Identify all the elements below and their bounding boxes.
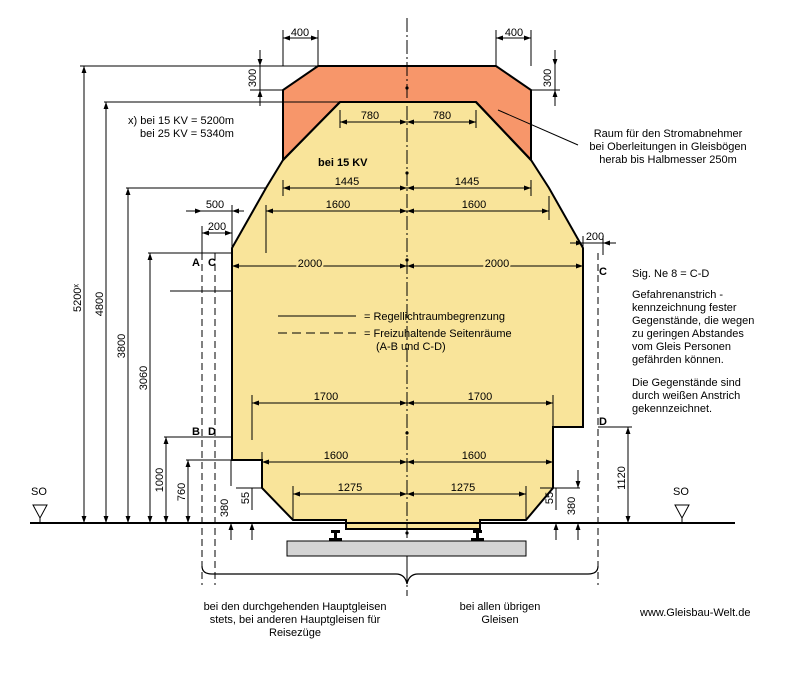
dim-3800: 3800 bbox=[116, 188, 131, 523]
svg-text:55: 55 bbox=[544, 492, 556, 504]
label-c-left: C bbox=[208, 257, 216, 269]
dim-1120: 1120 bbox=[616, 427, 631, 523]
dim-500: 500 bbox=[186, 199, 244, 214]
dim-380-left: 380 bbox=[219, 460, 234, 540]
dim-1600-lower-left: 1600 bbox=[262, 450, 407, 465]
dim-55-right: 55 bbox=[544, 488, 559, 540]
caption-main-tracks: bei den durchgehenden Hauptgleisen stets… bbox=[203, 601, 387, 639]
dim-400-left: 400 bbox=[283, 27, 318, 41]
dim-300-left: 300 bbox=[247, 50, 263, 106]
svg-text:1600: 1600 bbox=[462, 450, 486, 462]
svg-text:1445: 1445 bbox=[455, 176, 479, 188]
caption-other-tracks: bei allen übrigen Gleisen bbox=[459, 601, 541, 626]
label-d-right: D bbox=[599, 416, 607, 428]
dim-1600-upper-left: 1600 bbox=[266, 199, 407, 214]
svg-text:2000: 2000 bbox=[485, 258, 509, 270]
footnote-line-2: bei 25 KV = 5340m bbox=[140, 128, 234, 140]
signal-note-title: Sig. Ne 8 = C-D bbox=[632, 268, 710, 280]
dim-1275-left: 1275 bbox=[293, 482, 407, 497]
so-label-left: SO bbox=[31, 486, 47, 498]
svg-text:500: 500 bbox=[206, 199, 224, 211]
svg-text:1600: 1600 bbox=[326, 199, 350, 211]
rail-left bbox=[329, 530, 342, 541]
legend-dashed-text-2: (A-B und C-D) bbox=[376, 341, 446, 353]
dim-780-right: 780 bbox=[407, 110, 476, 125]
svg-text:55: 55 bbox=[240, 492, 252, 504]
dim-1700-right: 1700 bbox=[407, 391, 553, 406]
legend-dashed-text: = Freizuhaltende Seitenräume bbox=[364, 328, 512, 340]
dim-2000-left: 2000 bbox=[232, 256, 407, 272]
svg-text:1700: 1700 bbox=[468, 391, 492, 403]
website-credit: www.Gleisbau-Welt.de bbox=[640, 607, 751, 619]
svg-text:380: 380 bbox=[566, 497, 578, 515]
dim-5200: 5200ˣ bbox=[72, 66, 87, 523]
legend-solid-text: = Regellichtraumbegrenzung bbox=[364, 311, 505, 323]
dim-1445-right: 1445 bbox=[407, 176, 531, 191]
pantograph-note: Raum für den Stromabnehmer bei Oberleitu… bbox=[589, 128, 747, 166]
svg-text:780: 780 bbox=[361, 110, 379, 122]
dim-200-left: 200 bbox=[202, 221, 232, 236]
svg-text:780: 780 bbox=[433, 110, 451, 122]
dim-1275-right: 1275 bbox=[407, 482, 526, 497]
dim-2000-right: 2000 bbox=[407, 256, 583, 272]
svg-text:400: 400 bbox=[291, 27, 309, 39]
svg-text:1275: 1275 bbox=[338, 482, 362, 494]
pantograph-leader-line bbox=[497, 109, 579, 146]
signal-note: Sig. Ne 8 = C-D Gefahrenanstrich - kennz… bbox=[632, 268, 755, 415]
svg-text:1600: 1600 bbox=[324, 450, 348, 462]
svg-text:1275: 1275 bbox=[451, 482, 475, 494]
svg-text:1000: 1000 bbox=[154, 468, 166, 492]
svg-text:400: 400 bbox=[505, 27, 523, 39]
svg-text:760: 760 bbox=[176, 483, 188, 501]
dim-760: 760 bbox=[176, 460, 191, 523]
so-marker-left: SO bbox=[31, 486, 48, 523]
dim-200-right: 200 bbox=[570, 231, 616, 246]
dim-55-left: 55 bbox=[240, 488, 255, 540]
sleeper bbox=[286, 540, 527, 557]
so-marker-right: SO bbox=[673, 486, 690, 523]
side-space-lines bbox=[201, 253, 599, 585]
svg-text:380: 380 bbox=[219, 499, 231, 517]
label-b: B bbox=[192, 426, 200, 438]
svg-text:3060: 3060 bbox=[138, 366, 150, 390]
dim-380-right: 380 bbox=[566, 470, 581, 540]
svg-text:1600: 1600 bbox=[462, 199, 486, 211]
dim-3060: 3060 bbox=[138, 253, 153, 523]
dim-1000: 1000 bbox=[154, 437, 169, 523]
dim-1600-lower-right: 1600 bbox=[407, 450, 553, 465]
svg-text:300: 300 bbox=[247, 69, 259, 87]
so-label-right: SO bbox=[673, 486, 689, 498]
svg-text:300: 300 bbox=[542, 69, 554, 87]
centerline-dots bbox=[405, 86, 409, 535]
dim-1700-left: 1700 bbox=[252, 391, 407, 406]
label-bei-15kv: bei 15 KV bbox=[318, 157, 368, 169]
svg-text:4800: 4800 bbox=[94, 292, 106, 316]
svg-text:1700: 1700 bbox=[314, 391, 338, 403]
dim-1445-left: 1445 bbox=[283, 176, 407, 191]
height-extension-lines bbox=[80, 65, 632, 489]
bottom-brace bbox=[201, 565, 599, 585]
svg-text:200: 200 bbox=[586, 231, 604, 243]
legend: = Regellichtraumbegrenzung = Freizuhalte… bbox=[278, 311, 512, 353]
svg-text:1445: 1445 bbox=[335, 176, 359, 188]
dim-1600-upper-right: 1600 bbox=[407, 199, 549, 214]
footnote-line-1: x) bei 15 KV = 5200m bbox=[128, 115, 234, 127]
dim-300-right: 300 bbox=[542, 50, 558, 106]
label-d-left: D bbox=[208, 426, 216, 438]
svg-text:1120: 1120 bbox=[616, 466, 628, 490]
dim-400-right: 400 bbox=[496, 27, 531, 41]
svg-text:200: 200 bbox=[208, 221, 226, 233]
dim-780-left: 780 bbox=[340, 110, 407, 125]
label-a: A bbox=[192, 257, 200, 269]
label-c-right: C bbox=[599, 266, 607, 278]
rail-right bbox=[471, 530, 484, 541]
svg-text:3800: 3800 bbox=[116, 334, 128, 358]
svg-text:5200ˣ: 5200ˣ bbox=[72, 284, 84, 312]
dim-4800: 4800 bbox=[94, 102, 109, 523]
svg-text:2000: 2000 bbox=[298, 258, 322, 270]
